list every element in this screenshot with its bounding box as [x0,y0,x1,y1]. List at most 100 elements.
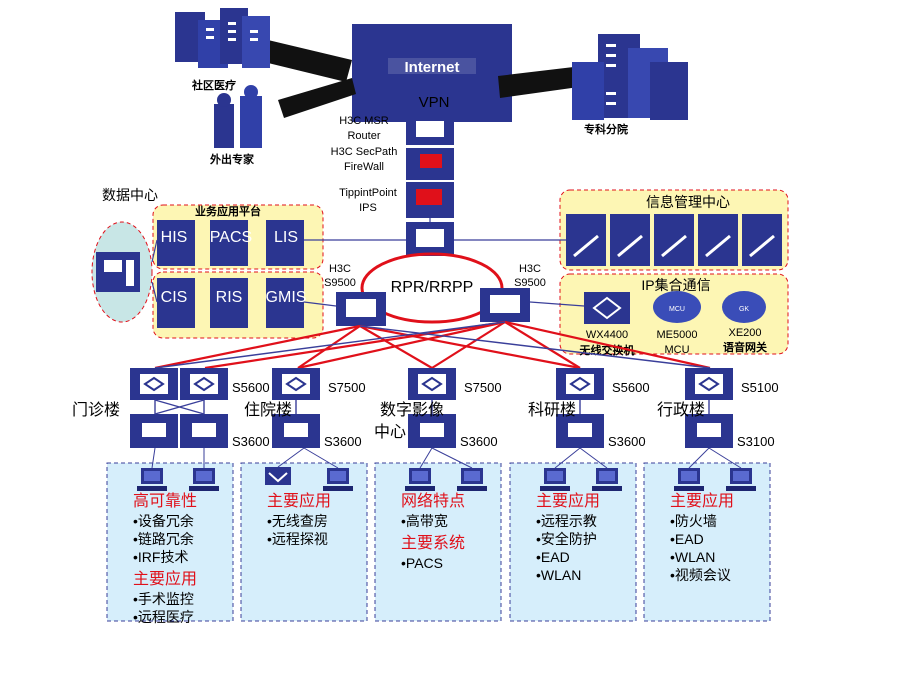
platform-label: 业务应用平台 [195,204,261,218]
access-pc-link [419,447,433,469]
experts-label: 外出专家 [209,152,255,166]
svg-text:Internet: Internet [404,59,459,76]
access-switch-label: S3600 [460,434,498,449]
core-to-agg-red-links [154,320,711,370]
security-stack [406,115,454,218]
core-right-switch-icon [480,288,530,322]
agg-switch-label: S7500 [328,380,366,395]
mcu-icon: MCU [653,291,701,323]
pc-icon [323,468,353,491]
info-center-label: 信息管理中心 [646,194,730,210]
info-center-servers [566,214,782,266]
agg-switch-label: S5600 [612,380,650,395]
access-pc-link [277,447,305,468]
panel-item: •远程医疗 [133,609,194,625]
access-switch-icon [130,414,178,448]
access-switch-icon [556,414,604,448]
app-servers-row2 [157,278,304,328]
panel-item: •防火墙 [670,513,717,529]
wireless-ap-icon [265,467,291,485]
agg-switch-icon [130,368,178,400]
vpn-label: VPN [419,94,450,111]
community-buildings-icon [175,8,270,68]
panel-heading: 主要应用 [133,569,197,588]
building-name: 住院楼 [244,401,292,419]
pc-icon [189,468,219,491]
agg-acc-link [154,399,205,415]
internet-block: Internet [352,24,512,122]
voice-gateway-icon: GK [722,291,766,323]
access-pc-link [579,447,608,469]
app-lis: LIS [274,229,298,246]
panel-item: •视频会议 [670,567,731,583]
xe200-label: XE200 [728,327,761,339]
panel-heading: 高可靠性 [133,492,197,510]
datacenter-label: 数据中心 [102,187,158,203]
core-right-label-1: H3C [519,263,541,275]
pc-icon [592,468,622,491]
panel-item: •链路冗余 [133,531,194,547]
pc-icon [405,468,435,491]
firewall-label-1: H3C SecPath [331,146,398,158]
core-top-switch-icon [406,222,454,256]
panel-item: •安全防护 [536,531,597,547]
panel-item: •PACS [401,555,443,571]
panel-item: •无线查房 [267,513,328,529]
panel-item: •设备冗余 [133,513,194,529]
app-cis: CIS [161,289,188,306]
storage-icon [96,252,140,292]
panel-item: •WLAN [536,567,581,583]
access-switch-icon [408,414,456,448]
app-his: HIS [161,229,188,246]
building-name: 科研楼 [528,401,576,419]
agg-switch-icon [180,368,228,400]
panel-item: •WLAN [670,549,715,565]
wx4400-label: WX4400 [586,329,628,341]
access-switch-label: S3100 [737,434,775,449]
pc-icon [540,468,570,491]
panel-heading: 主要应用 [536,491,600,510]
panel-item: •IRF技术 [133,549,188,565]
building-name: 门诊楼 [72,401,120,419]
experts-icon [214,85,262,148]
app-gmis: GMIS [266,289,307,306]
buildings-layer: S5600S3600门诊楼S7500S3600住院楼S7500S3600数字影像… [72,368,779,625]
panel-heading: 网络特点 [401,491,465,510]
mcu-label: MCU [664,344,689,356]
ip-comm-label: IP集合通信 [641,277,710,293]
access-switch-label: S3600 [232,434,270,449]
access-pc-link [554,447,581,469]
panel-item: •EAD [670,531,704,547]
svg-text:MCU: MCU [669,306,685,313]
agg-switch-icon [272,368,320,400]
access-pc-link [431,447,473,469]
access-switch-label: S3600 [324,434,362,449]
internet-link-specialist [498,66,586,98]
panel-item: •远程探视 [267,531,328,547]
ips-label-1: TippintPoint [339,187,397,199]
svg-text:GK: GK [739,306,749,313]
building-name: 行政楼 [657,401,705,419]
building-name-2: 中心 [374,423,406,441]
firewall-label-2: FireWall [344,161,384,173]
agg-switch-label: S5600 [232,380,270,395]
voice-gateway-label: 语音网关 [723,340,767,354]
panel-item: •高带宽 [401,513,448,529]
agg-switch-icon [556,368,604,400]
panel-heading: 主要应用 [670,491,734,510]
access-switch-icon [272,414,320,448]
access-pc-link [151,447,156,469]
me5000-label: ME5000 [657,329,698,341]
specialist-buildings-icon [572,34,688,120]
pc-icon [726,468,756,491]
agg-switch-icon [408,368,456,400]
router-label-2: Router [347,130,380,142]
access-pc-link [688,447,710,469]
router-label-1: H3C MSR [339,115,389,127]
core-left-label-2: S9500 [324,277,356,289]
app-pacs: PACS [210,229,252,246]
ring-label: RPR/RRPP [391,279,474,296]
ips-label-2: IPS [359,202,377,214]
panel-heading: 主要系统 [401,534,465,552]
